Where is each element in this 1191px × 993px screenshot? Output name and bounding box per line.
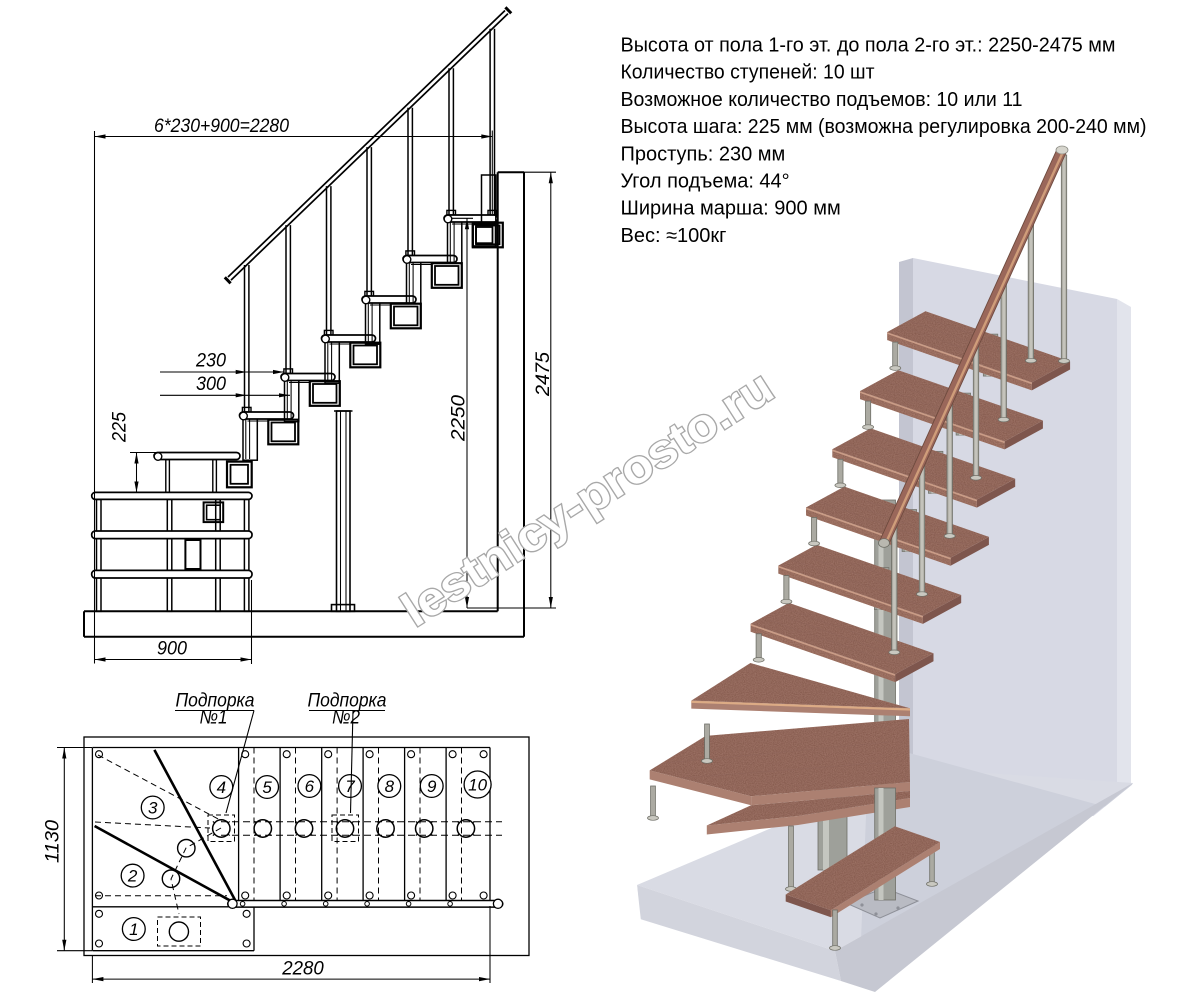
svg-text:Угол подъема: 44°: Угол подъема: 44° bbox=[621, 171, 790, 193]
svg-text:225: 225 bbox=[109, 412, 131, 443]
svg-text:1: 1 bbox=[129, 920, 138, 939]
svg-text:Количество ступеней: 10 шт: Количество ступеней: 10 шт bbox=[621, 62, 875, 84]
svg-text:6*230+900=2280: 6*230+900=2280 bbox=[154, 115, 289, 137]
svg-text:1130: 1130 bbox=[42, 820, 64, 863]
svg-text:2475: 2475 bbox=[532, 352, 554, 397]
svg-text:Проступь: 230 мм: Проступь: 230 мм bbox=[621, 143, 786, 165]
svg-text:3: 3 bbox=[148, 799, 158, 818]
svg-text:300: 300 bbox=[196, 373, 226, 395]
svg-text:Подпорка: Подпорка bbox=[308, 690, 387, 712]
svg-text:4: 4 bbox=[217, 778, 226, 797]
svg-text:2250: 2250 bbox=[448, 395, 470, 442]
svg-text:8: 8 bbox=[385, 777, 395, 796]
svg-text:7: 7 bbox=[345, 777, 355, 796]
svg-text:2: 2 bbox=[127, 867, 138, 886]
svg-text:№1: №1 bbox=[200, 707, 228, 729]
svg-text:2280: 2280 bbox=[281, 958, 324, 980]
svg-text:10: 10 bbox=[468, 776, 487, 795]
svg-text:Вес: ≈100кг: Вес: ≈100кг bbox=[621, 225, 727, 247]
svg-text:Высота от пола 1-го эт. до пол: Высота от пола 1-го эт. до пола 2-го эт.… bbox=[621, 35, 1116, 57]
svg-text:5: 5 bbox=[262, 778, 272, 797]
svg-text:9: 9 bbox=[427, 777, 437, 796]
svg-text:Высота шага: 225 мм (возможна: Высота шага: 225 мм (возможна регулировк… bbox=[621, 116, 1147, 138]
svg-text:900: 900 bbox=[157, 638, 187, 660]
svg-text:№2: №2 bbox=[332, 707, 360, 729]
svg-text:Подпорка: Подпорка bbox=[176, 690, 255, 712]
svg-text:Ширина марша: 900 мм: Ширина марша: 900 мм bbox=[621, 198, 841, 220]
svg-text:Возможное количество подъемов:: Возможное количество подъемов: 10 или 11 bbox=[621, 89, 1023, 111]
svg-text:6: 6 bbox=[305, 777, 315, 796]
svg-text:230: 230 bbox=[195, 350, 226, 372]
